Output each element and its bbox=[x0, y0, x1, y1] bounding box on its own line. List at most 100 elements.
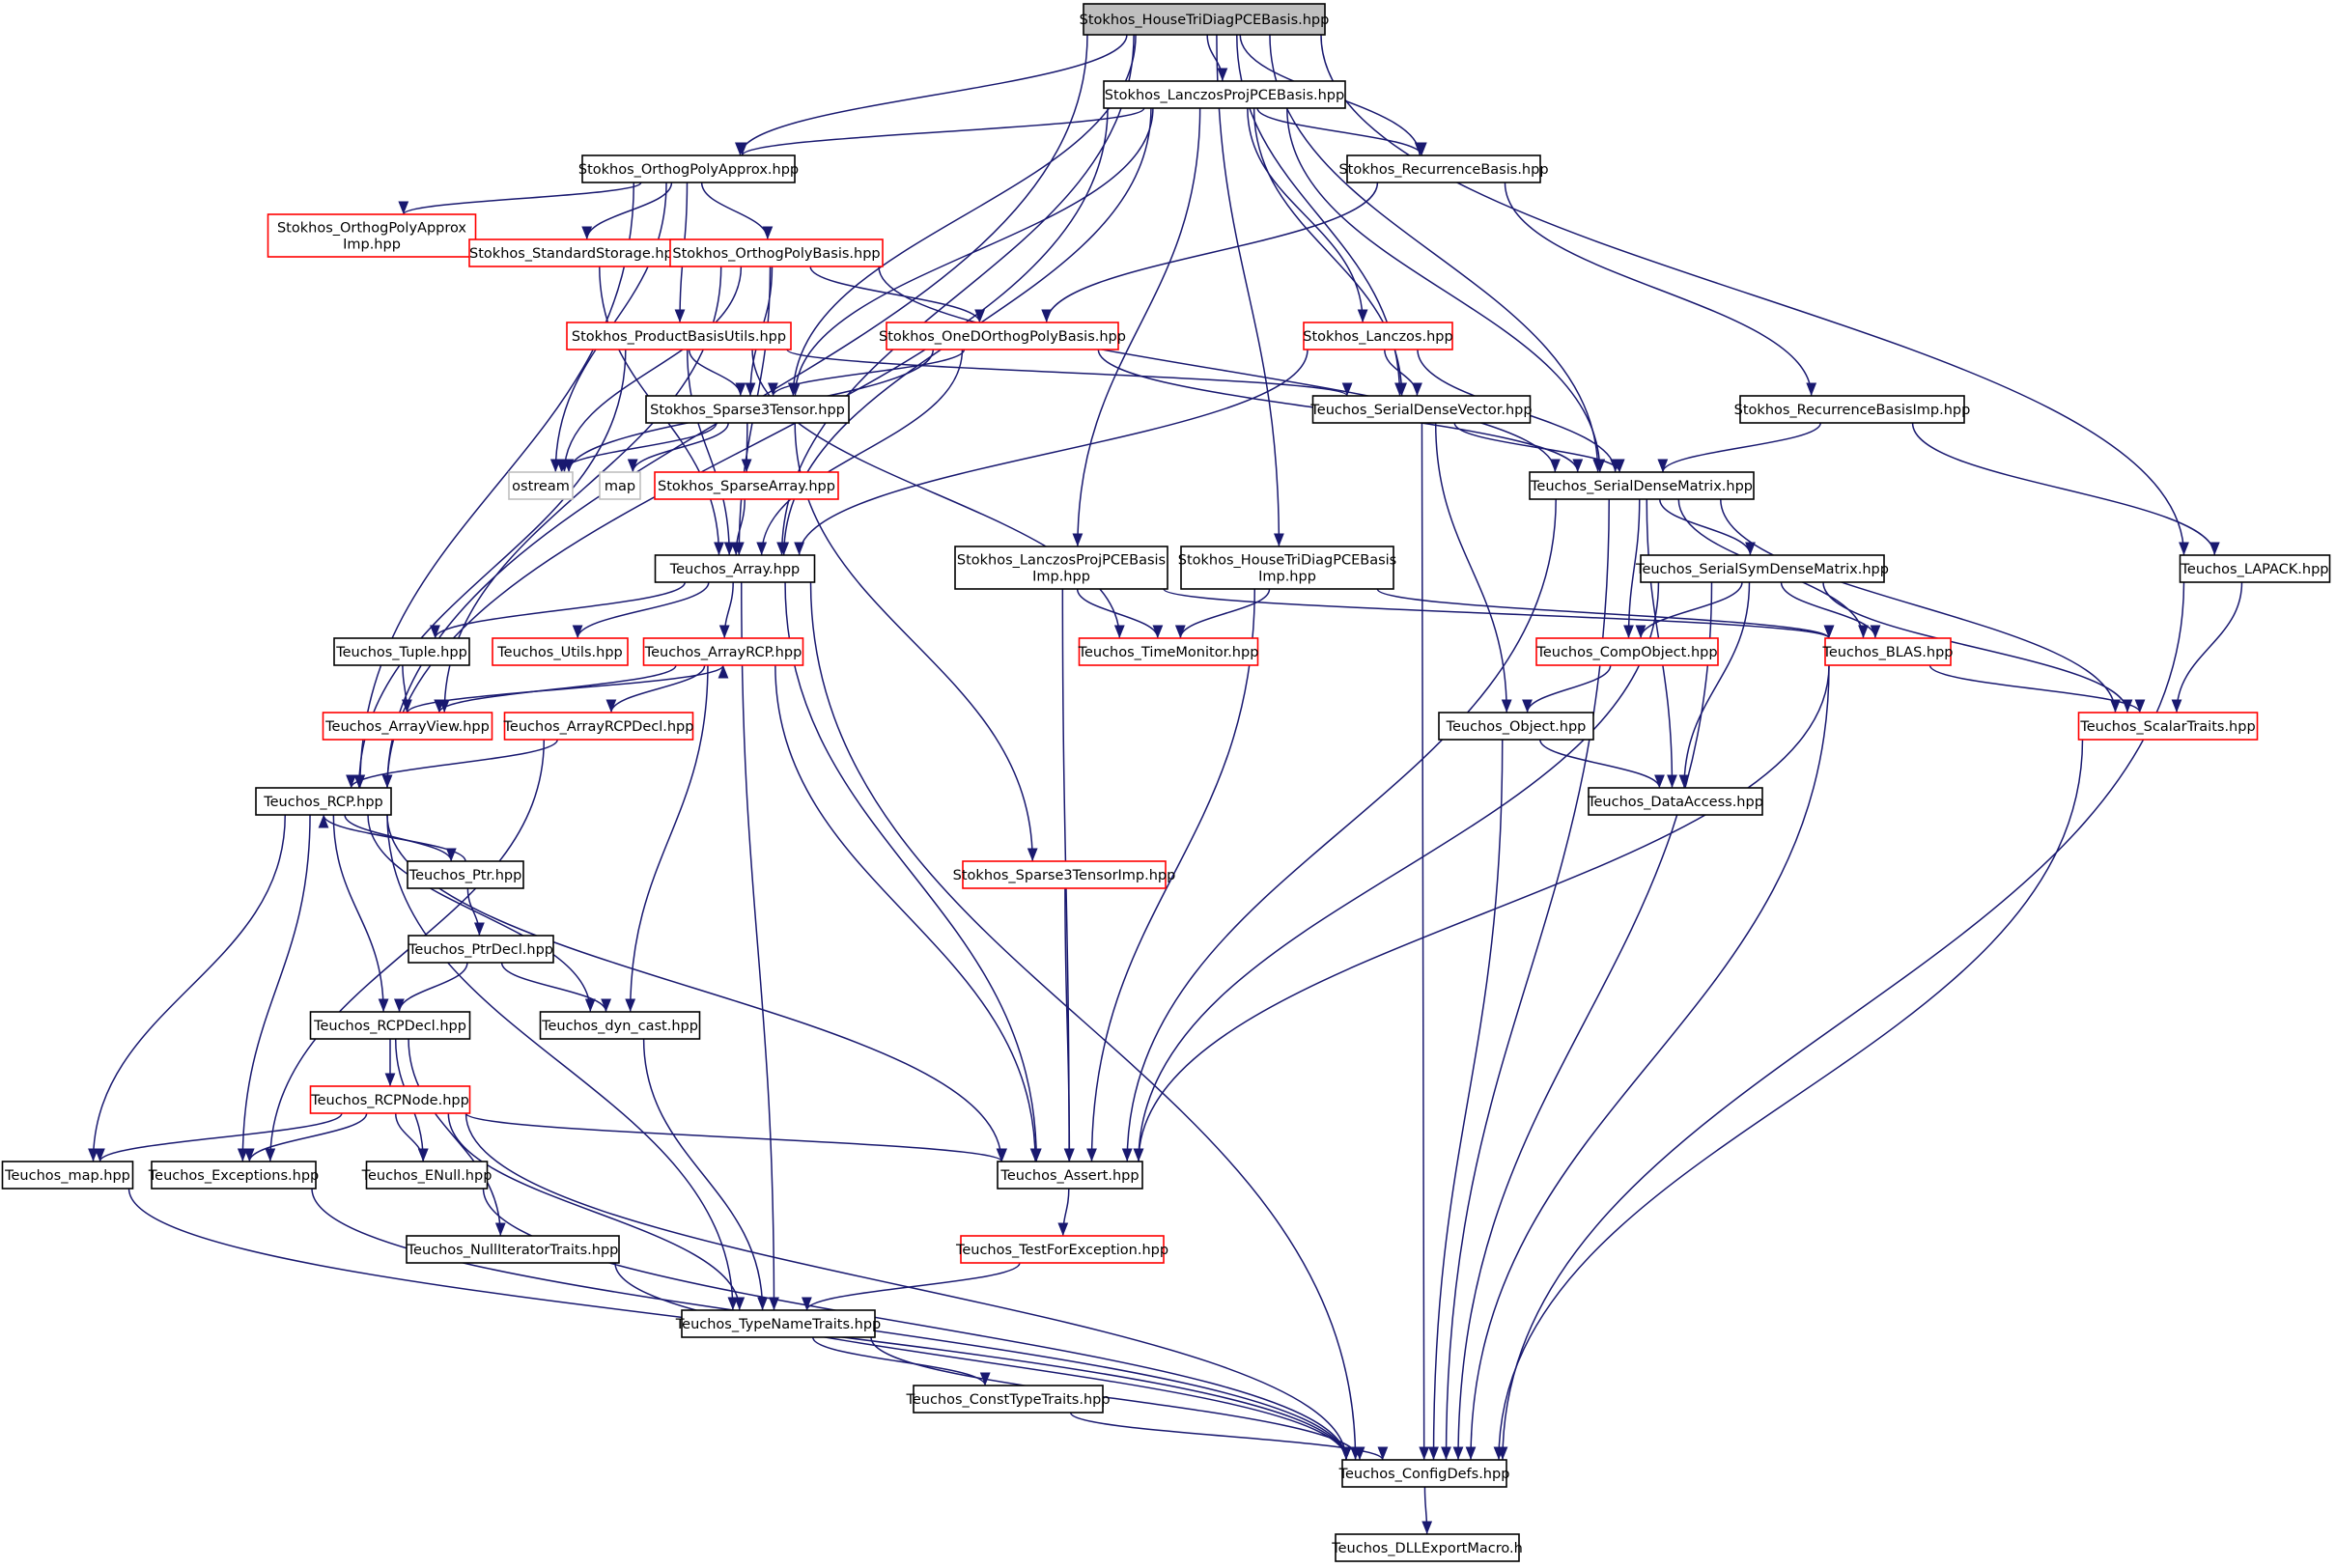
node-serialdensematrix[interactable]: Teuchos_SerialDenseMatrix.hpp bbox=[1529, 471, 1755, 500]
edge-orthopolyapprox-to-standardstorage bbox=[581, 182, 673, 240]
edge-scalartraits-to-configdefs bbox=[1493, 739, 2084, 1461]
node-productbasisutils[interactable]: Stokhos_ProductBasisUtils.hpp bbox=[566, 322, 792, 350]
node-box bbox=[365, 1161, 489, 1190]
node-recurrence[interactable]: Stokhos_RecurrenceBasis.hpp bbox=[1338, 154, 1549, 183]
node-standardstorage[interactable]: Stokhos_StandardStorage.hpp bbox=[468, 238, 683, 267]
node-sparsearray[interactable]: Stokhos_SparseArray.hpp bbox=[654, 471, 839, 500]
node-consttypetraits[interactable]: Teuchos_ConstTypeTraits.hpp bbox=[905, 1385, 1111, 1414]
node-oned[interactable]: Stokhos_OneDOrthogPolyBasis.hpp bbox=[879, 322, 1126, 350]
dependency-arrow bbox=[243, 1112, 368, 1162]
dependency-arrow bbox=[784, 581, 1042, 1162]
node-blas[interactable]: Teuchos_BLAS.hpp bbox=[1821, 637, 1954, 666]
edge-housetriimp-to-timemonitor bbox=[1174, 588, 1271, 639]
node-ptrdecl[interactable]: Teuchos_PtrDecl.hpp bbox=[408, 935, 554, 964]
dependency-arrow bbox=[354, 182, 635, 789]
dependency-arrow bbox=[1678, 581, 1751, 789]
edge-dyncast-to-typenametraits bbox=[642, 1038, 768, 1311]
node-label: Teuchos_TimeMonitor.hpp bbox=[1078, 645, 1259, 660]
edge-rcp-to-dyncast bbox=[367, 814, 596, 1013]
node-lapack[interactable]: Teuchos_LAPACK.hpp bbox=[2179, 554, 2331, 583]
node-lanczosproj[interactable]: Stokhos_LanczosProjPCEBasis.hpp bbox=[1103, 80, 1346, 109]
node-object[interactable]: Teuchos_Object.hpp bbox=[1438, 712, 1594, 741]
dependency-arrow bbox=[1822, 581, 2133, 714]
node-typenametraits[interactable]: Teuchos_TypeNameTraits.hpp bbox=[675, 1309, 881, 1338]
node-configdefs[interactable]: Teuchos_ConfigDefs.hpp bbox=[1338, 1459, 1510, 1488]
node-sparse3[interactable]: Stokhos_Sparse3Tensor.hpp bbox=[645, 395, 850, 424]
dependency-arrow bbox=[794, 349, 1309, 556]
node-nulliterator[interactable]: Teuchos_NullIteratorTraits.hpp bbox=[406, 1235, 620, 1264]
dependency-arrow bbox=[1453, 422, 1625, 473]
node-scalartraits[interactable]: Teuchos_ScalarTraits.hpp bbox=[2077, 712, 2259, 741]
dependency-arrow bbox=[1441, 498, 1610, 1461]
dependency-arrow bbox=[572, 581, 710, 639]
node-box bbox=[669, 238, 884, 267]
node-label: Stokhos_Sparse3Tensor.hpp bbox=[650, 403, 845, 418]
edge-serialdensevector-to-object bbox=[1434, 422, 1512, 714]
node-orthopolyapprox[interactable]: Stokhos_OrthogPolyApprox.hpp bbox=[578, 154, 799, 183]
node-arrayrcp[interactable]: Teuchos_ArrayRCP.hpp bbox=[642, 637, 804, 666]
dependency-arrow bbox=[1434, 422, 1512, 714]
node-orthopolybasis[interactable]: Stokhos_OrthogPolyBasis.hpp bbox=[669, 238, 884, 267]
edge-lanczosproj-to-lanczosprojimp bbox=[1072, 107, 1201, 547]
node-box bbox=[1346, 154, 1541, 183]
node-lanczos[interactable]: Stokhos_Lanczos.hpp bbox=[1303, 322, 1453, 350]
node-enull[interactable]: Teuchos_ENull.hpp bbox=[361, 1161, 493, 1190]
edge-lanczosproj-to-orthopolyapprox bbox=[737, 107, 1145, 156]
node-recurrenceimp[interactable]: Stokhos_RecurrenceBasisImp.hpp bbox=[1734, 395, 1971, 424]
node-label: map bbox=[605, 479, 635, 494]
node-label: Teuchos_dyn_cast.hpp bbox=[541, 1019, 698, 1034]
node-label: Teuchos_Array.hpp bbox=[669, 562, 801, 577]
node-box bbox=[599, 471, 641, 500]
edge-serialsym-to-assert bbox=[1133, 581, 1660, 1162]
dependency-arrow bbox=[482, 1188, 1352, 1461]
dependency-arrow bbox=[1086, 588, 1255, 1162]
node-label: Stokhos_StandardStorage.hpp bbox=[469, 246, 682, 262]
node-box bbox=[2077, 712, 2259, 741]
node-sparse3imp[interactable]: Stokhos_Sparse3TensorImp.hpp bbox=[953, 860, 1176, 889]
dependency-arrow bbox=[430, 581, 686, 639]
node-rcp[interactable]: Teuchos_RCP.hpp bbox=[255, 787, 392, 816]
node-box bbox=[997, 1161, 1143, 1190]
node-teuchosmap[interactable]: Teuchos_map.hpp bbox=[1, 1161, 134, 1190]
node-box bbox=[1, 1161, 134, 1190]
node-root[interactable]: Stokhos_HouseTriDiagPCEBasis.hpp bbox=[1080, 3, 1330, 36]
node-assert[interactable]: Teuchos_Assert.hpp bbox=[997, 1161, 1143, 1190]
node-exceptions[interactable]: Teuchos_Exceptions.hpp bbox=[148, 1161, 319, 1190]
dependency-arrow bbox=[1419, 422, 1430, 1461]
dependency-arrow bbox=[776, 34, 1135, 556]
node-arrayrcpdecl[interactable]: Teuchos_ArrayRCPDecl.hpp bbox=[503, 712, 694, 741]
node-dataaccess[interactable]: Teuchos_DataAccess.hpp bbox=[1587, 787, 1763, 816]
node-label: Teuchos_SerialDenseVector.hpp bbox=[1309, 403, 1532, 418]
node-serialsym[interactable]: Teuchos_SerialSymDenseMatrix.hpp bbox=[1635, 554, 1889, 583]
node-utils[interactable]: Teuchos_Utils.hpp bbox=[492, 637, 629, 666]
edge-productbasisutils-to-serialdensevector bbox=[786, 349, 1353, 397]
edge-recurrence-to-recurrenceimp bbox=[1504, 182, 1817, 397]
dependency-arrow bbox=[741, 422, 752, 473]
node-timemonitor[interactable]: Teuchos_TimeMonitor.hpp bbox=[1078, 637, 1259, 666]
edge-orthopolyapprox-to-rcp bbox=[354, 182, 635, 789]
node-rcpnode[interactable]: Teuchos_RCPNode.hpp bbox=[309, 1085, 471, 1114]
edge-ptrdecl-to-rcpdecl bbox=[394, 962, 468, 1013]
node-rcpdecl[interactable]: Teuchos_RCPDecl.hpp bbox=[309, 1011, 471, 1040]
node-label: Teuchos_NullIteratorTraits.hpp bbox=[407, 1243, 619, 1258]
node-dyncast[interactable]: Teuchos_dyn_cast.hpp bbox=[539, 1011, 701, 1040]
node-label: Teuchos_ArrayView.hpp bbox=[324, 719, 490, 735]
node-ptr[interactable]: Teuchos_Ptr.hpp bbox=[407, 860, 524, 889]
node-array[interactable]: Teuchos_Array.hpp bbox=[654, 554, 816, 583]
node-label: ostream bbox=[512, 479, 570, 494]
node-tuple[interactable]: Teuchos_Tuple.hpp bbox=[333, 637, 470, 666]
node-testforexception[interactable]: Teuchos_TestForException.hpp bbox=[955, 1235, 1168, 1264]
node-label: Teuchos_ENull.hpp bbox=[361, 1168, 493, 1184]
edge-array-to-arrayrcp bbox=[718, 581, 734, 639]
node-box bbox=[408, 935, 554, 964]
node-dllexport[interactable]: Teuchos_DLLExportMacro.h bbox=[1331, 1533, 1523, 1562]
node-compobject[interactable]: Teuchos_CompObject.hpp bbox=[1535, 637, 1719, 666]
edge-rcpnode-to-typenametraits bbox=[447, 1112, 746, 1311]
node-serialdensevector[interactable]: Teuchos_SerialDenseVector.hpp bbox=[1309, 395, 1533, 424]
node-arrayview[interactable]: Teuchos_ArrayView.hpp bbox=[322, 712, 493, 741]
node-box bbox=[1529, 471, 1755, 500]
edge-oned-to-sparse3 bbox=[768, 349, 966, 397]
